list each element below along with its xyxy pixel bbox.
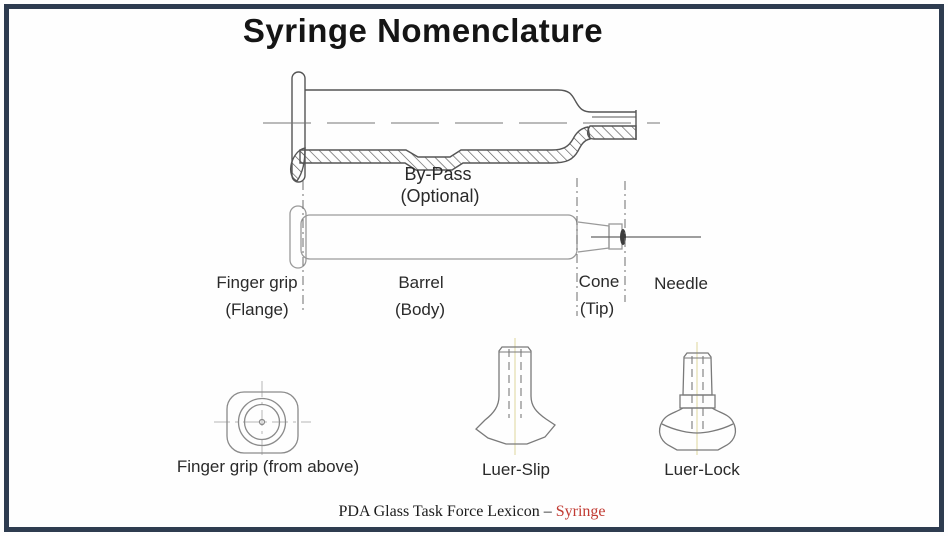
luer-slip-outline — [475, 346, 556, 445]
label-by-pass: By-Pass — [404, 164, 472, 184]
cross-section-bottom-wall — [299, 126, 591, 171]
luer-lock-base — [658, 407, 737, 451]
finger-grip-outline — [226, 391, 299, 454]
label-tip: (Tip) — [579, 299, 615, 318]
finger-grip-center-hole — [258, 418, 266, 426]
cross-section-flange-outline — [291, 71, 306, 183]
footer-citation: PDA Glass Task Force Lexicon – Syringe — [338, 503, 605, 521]
side-view-drawing — [289, 178, 701, 316]
luer-slip-drawing — [475, 338, 556, 455]
side-view-barrel — [300, 214, 578, 260]
finger-grip-top-view-drawing — [214, 381, 311, 460]
footer-highlight: Syringe — [555, 503, 606, 520]
luer-lock-drawing — [658, 342, 737, 455]
page-title: Syringe Nomenclature — [242, 12, 604, 49]
luer-lock-base-detail — [661, 423, 734, 434]
cross-section-top-profile — [305, 89, 636, 113]
finger-grip-inner-circle — [243, 403, 281, 441]
label-luer-slip: Luer-Slip — [481, 460, 551, 479]
label-flange: (Flange) — [225, 300, 289, 319]
cross-section-tip-bottom-wall — [586, 125, 637, 140]
footer-text: PDA Glass Task Force Lexicon – — [338, 503, 556, 520]
label-barrel: Barrel — [398, 273, 444, 292]
label-body: (Body) — [394, 300, 446, 319]
label-needle: Needle — [654, 274, 708, 293]
label-cone: Cone — [578, 272, 620, 291]
label-by-pass-optional: (Optional) — [400, 186, 480, 206]
cross-section-drawing — [263, 71, 660, 183]
finger-grip-outer-circle — [237, 397, 287, 447]
side-view-flange — [289, 205, 307, 269]
label-finger-grip-above: Finger grip (from above) — [176, 457, 360, 476]
label-finger-grip: Finger grip — [216, 273, 298, 292]
label-luer-lock: Luer-Lock — [664, 460, 740, 479]
